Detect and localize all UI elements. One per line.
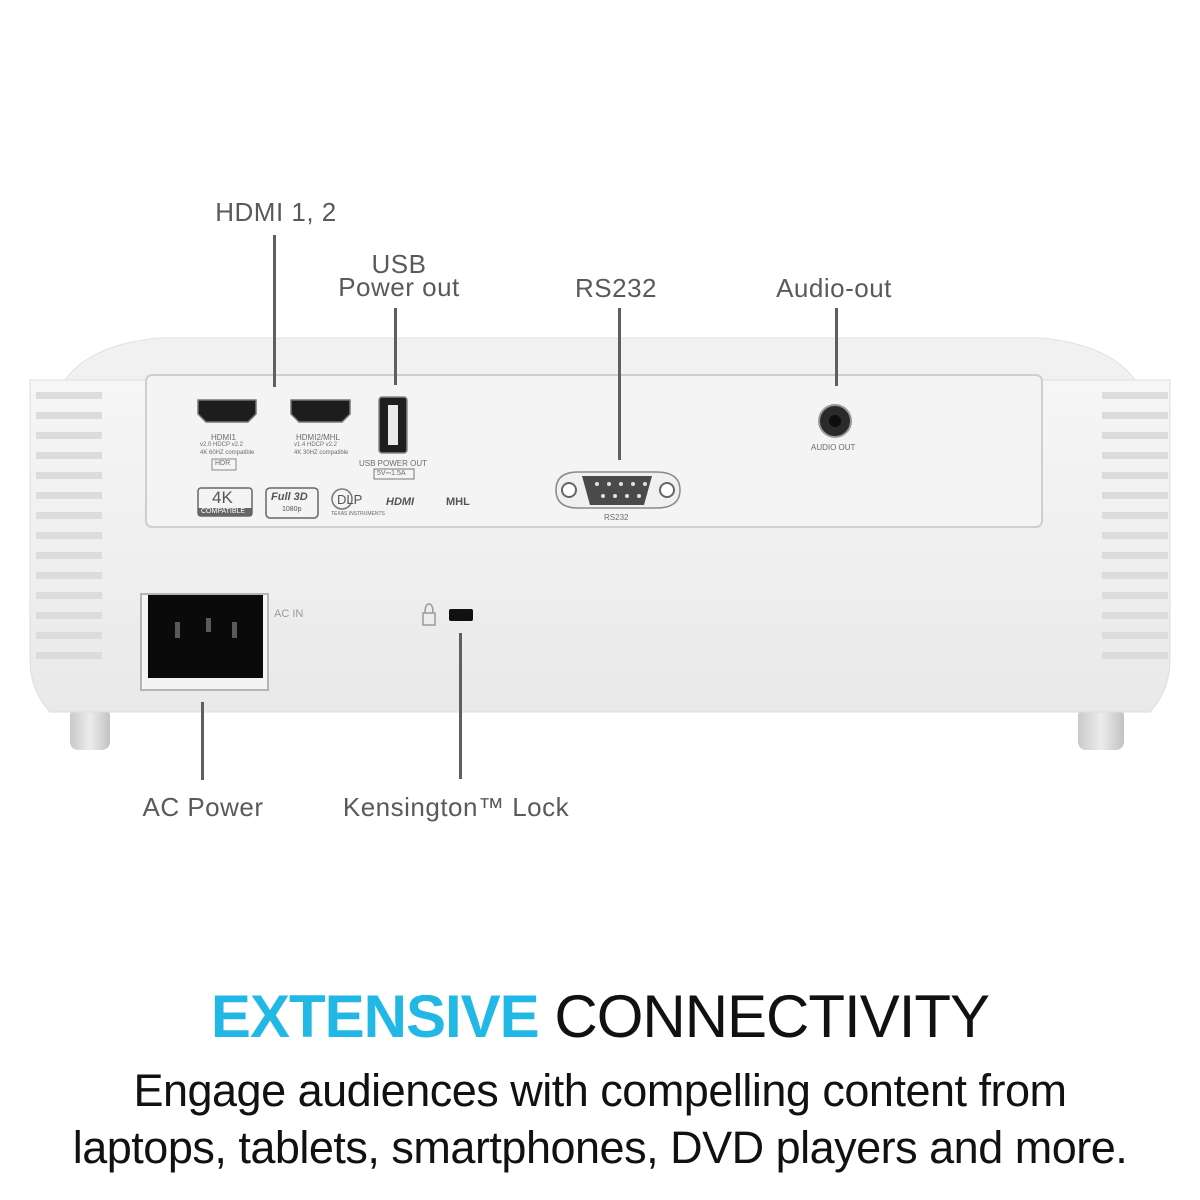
usb-callout-line2: Power out (338, 272, 460, 302)
headline: EXTENSIVE CONNECTIVITY (0, 982, 1200, 1051)
connector-panel (145, 374, 1043, 528)
logo-full3d: Full 3D (271, 491, 308, 503)
ac-power-callout: AC Power (142, 792, 264, 822)
hdmi2-label: HDMI2/MHL (296, 433, 341, 442)
audio-leader-line (835, 308, 838, 386)
right-foot (1078, 708, 1124, 750)
logo-full3d-sub: 1080p (282, 506, 302, 513)
usb-callout-line1: USB (371, 249, 427, 279)
kensington-lock-callout: Kensington™ Lock (342, 792, 570, 822)
logo-dlp-sub: TEXAS INSTRUMENTS (331, 511, 385, 517)
hdmi1-port (197, 399, 257, 423)
hdmi1-label: HDMI1 (211, 433, 236, 442)
hdmi-callout: HDMI 1, 2 (215, 197, 337, 227)
kensington-slot (449, 609, 473, 621)
hdmi1-spec1: v2.0 HDCP v2.2 (200, 442, 243, 448)
body-line-2: laptops, tablets, smartphones, DVD playe… (72, 1122, 1128, 1173)
ac-in-label: AC IN (274, 608, 304, 620)
left-foot (70, 708, 110, 750)
headline-rest: CONNECTIVITY (538, 983, 990, 1050)
logo-dlp-circle (331, 488, 353, 510)
hdmi1-spec2: 4K 60HZ compatible (200, 450, 255, 456)
hdmi-leader-line (273, 235, 276, 387)
logo-mhl: MHL (446, 496, 470, 508)
audio-out-panel-label: AUDIO OUT (811, 443, 856, 452)
usb-leader-line (394, 308, 397, 385)
body-line-1: Engage audiences with compelling content… (133, 1065, 1067, 1116)
rs232-port (555, 471, 681, 509)
audio-out-callout: Audio-out (776, 273, 892, 303)
hdmi2-port (290, 399, 351, 423)
logo-3d-box (265, 487, 319, 519)
logo-4k: 4K (212, 488, 233, 507)
usb-power-out-label: USB POWER OUT (359, 459, 428, 468)
hdmi2-spec1: v1.4 HDCP v2.2 (294, 442, 337, 448)
lock-icon (422, 603, 436, 626)
logo-4k-sub: COMPATIBLE (201, 508, 246, 515)
right-vents (1102, 392, 1168, 659)
rs232-panel-label: RS232 (604, 513, 629, 522)
headline-accent: EXTENSIVE (210, 983, 540, 1050)
hdr-label: HDR (215, 460, 231, 467)
body-copy: Engage audiences with compelling content… (0, 1062, 1200, 1176)
logo-hdmi: HDMI (386, 496, 415, 508)
logo-dlp: DLP (337, 492, 363, 507)
left-vents (36, 392, 102, 659)
kensington-leader-line (459, 633, 462, 779)
usb-rating-label: 5V⎓1.5A (377, 470, 406, 477)
hdmi2-spec2: 4K 30HZ compatible (294, 450, 349, 456)
rs232-callout: RS232 (575, 273, 657, 303)
ac-power-leader-line (201, 702, 204, 780)
rs232-leader-line (618, 308, 621, 460)
